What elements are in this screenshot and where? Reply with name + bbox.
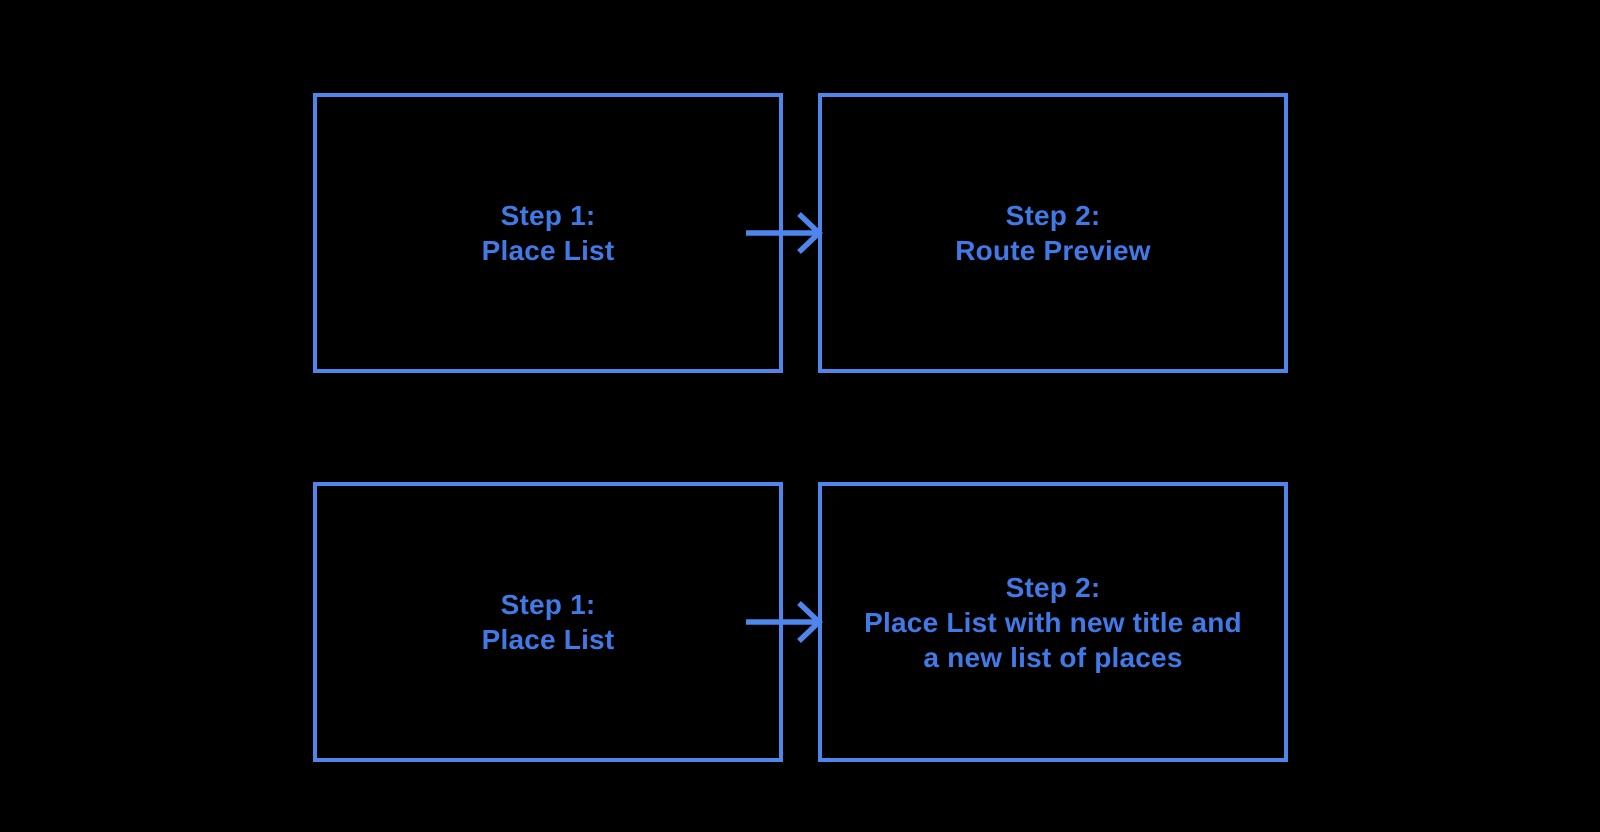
box-label-line: Route Preview [955,235,1151,266]
box-label-line: Step 2: [1005,200,1101,231]
box-label-line: Place List with new title and [864,606,1242,638]
box-label-line: Step 2: [1005,571,1101,603]
box-label-line: Step 1: [500,589,596,620]
box-label-line: a new list of places [923,641,1183,673]
box-step2-place-list-new-title: Step 2: Place List with new title and a … [818,482,1288,762]
box-step2-route-preview: Step 2: Route Preview [818,93,1288,373]
box-label-line: Place List [481,624,615,655]
box-label-line: Step 1: [500,200,596,231]
box-step1-place-list-2: Step 1: Place List [313,482,783,762]
box-step1-place-list: Step 1: Place List [313,93,783,373]
box-label-line: Place List [481,235,615,266]
bottom-flow-arrow-right-icon [746,601,823,643]
top-flow-arrow-right-icon [746,212,823,254]
